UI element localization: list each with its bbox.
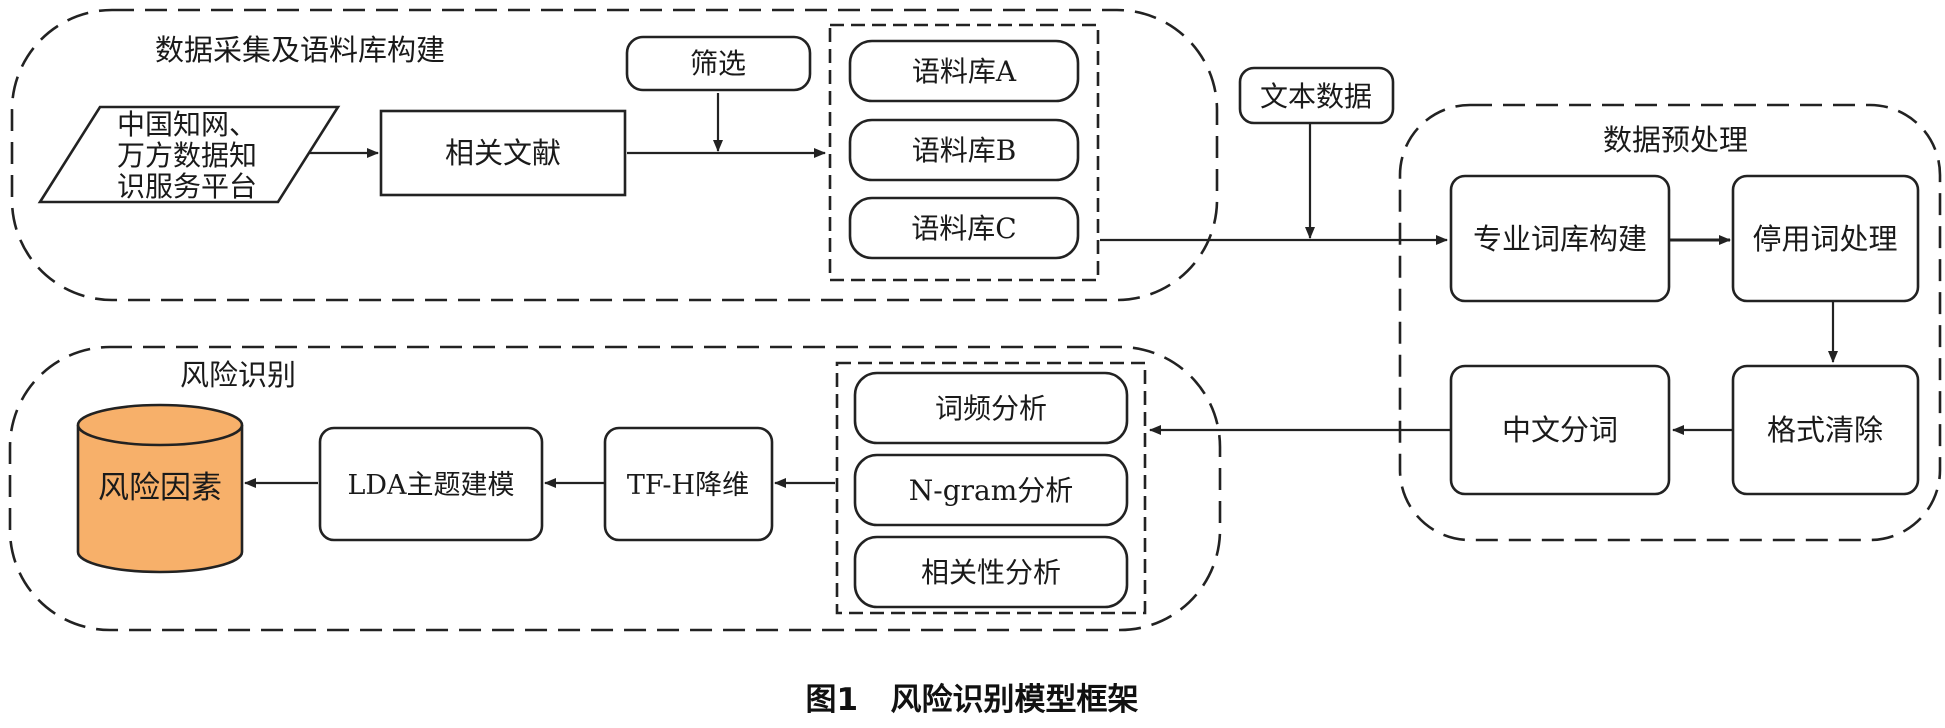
ngram-label: N-gram分析 bbox=[909, 474, 1074, 507]
corpus-b-label: 语料库B bbox=[912, 134, 1017, 167]
group-label-preprocess: 数据预处理 bbox=[1603, 123, 1748, 157]
group-preprocess: 数据预处理 bbox=[1398, 103, 1942, 542]
format-clean-node: 格式清除 bbox=[1731, 364, 1920, 496]
stopwords-node: 停用词处理 bbox=[1731, 174, 1920, 303]
corpus-c-label: 语料库C bbox=[911, 212, 1016, 245]
group-label-risk-identification: 风险识别 bbox=[180, 358, 296, 392]
figure-caption: 图1 风险识别模型框架 bbox=[806, 682, 1139, 718]
text-data-node: 文本数据 bbox=[1238, 66, 1395, 125]
segmentation-label: 中文分词 bbox=[1502, 413, 1618, 447]
corpus-a-label: 语料库A bbox=[912, 55, 1017, 88]
lexicon-node: 专业词库构建 bbox=[1449, 174, 1671, 303]
format-clean-label: 格式清除 bbox=[1767, 413, 1883, 447]
analysis-container bbox=[835, 361, 1147, 615]
source-line-3: 识服务平台 bbox=[117, 170, 257, 203]
corpus-a-node: 语料库A bbox=[848, 39, 1080, 103]
cylinder-body bbox=[76, 425, 244, 574]
correlation-node: 相关性分析 bbox=[853, 535, 1129, 609]
text-data-label: 文本数据 bbox=[1260, 80, 1372, 113]
correlation-label: 相关性分析 bbox=[921, 556, 1061, 589]
tfh-label: TF-H降维 bbox=[627, 470, 749, 501]
lexicon-label: 专业词库构建 bbox=[1473, 222, 1647, 256]
literature-node: 相关文献 bbox=[379, 109, 627, 197]
source-line-2: 万方数据知 bbox=[117, 139, 257, 172]
lda-label: LDA主题建模 bbox=[347, 470, 514, 501]
group-data-collection: 数据采集及语料库构建 bbox=[10, 8, 1219, 302]
filter-node: 筛选 bbox=[625, 35, 812, 92]
cylinder-top bbox=[76, 403, 244, 447]
source-line-1: 中国知网、 bbox=[117, 108, 257, 141]
risk-factors-cylinder: 风险因素 bbox=[76, 403, 244, 574]
corpus-b-node: 语料库B bbox=[848, 118, 1080, 182]
segmentation-node: 中文分词 bbox=[1449, 364, 1671, 496]
filter-label: 筛选 bbox=[690, 47, 746, 80]
source-platforms-node: 中国知网、 万方数据知 识服务平台 bbox=[37, 105, 341, 204]
corpus-c-node: 语料库C bbox=[848, 196, 1080, 260]
ngram-node: N-gram分析 bbox=[853, 453, 1129, 527]
freq-label: 词频分析 bbox=[935, 392, 1047, 425]
corpus-container bbox=[828, 23, 1100, 282]
stopwords-label: 停用词处理 bbox=[1752, 222, 1897, 256]
tfh-node: TF-H降维 bbox=[603, 426, 774, 542]
lda-node: LDA主题建模 bbox=[318, 426, 544, 542]
group-label-data-collection: 数据采集及语料库构建 bbox=[155, 33, 445, 67]
freq-node: 词频分析 bbox=[853, 371, 1129, 445]
literature-label: 相关文献 bbox=[445, 136, 561, 170]
group-risk-identification: 风险识别 bbox=[8, 345, 1222, 632]
risk-factors-label: 风险因素 bbox=[98, 470, 222, 506]
